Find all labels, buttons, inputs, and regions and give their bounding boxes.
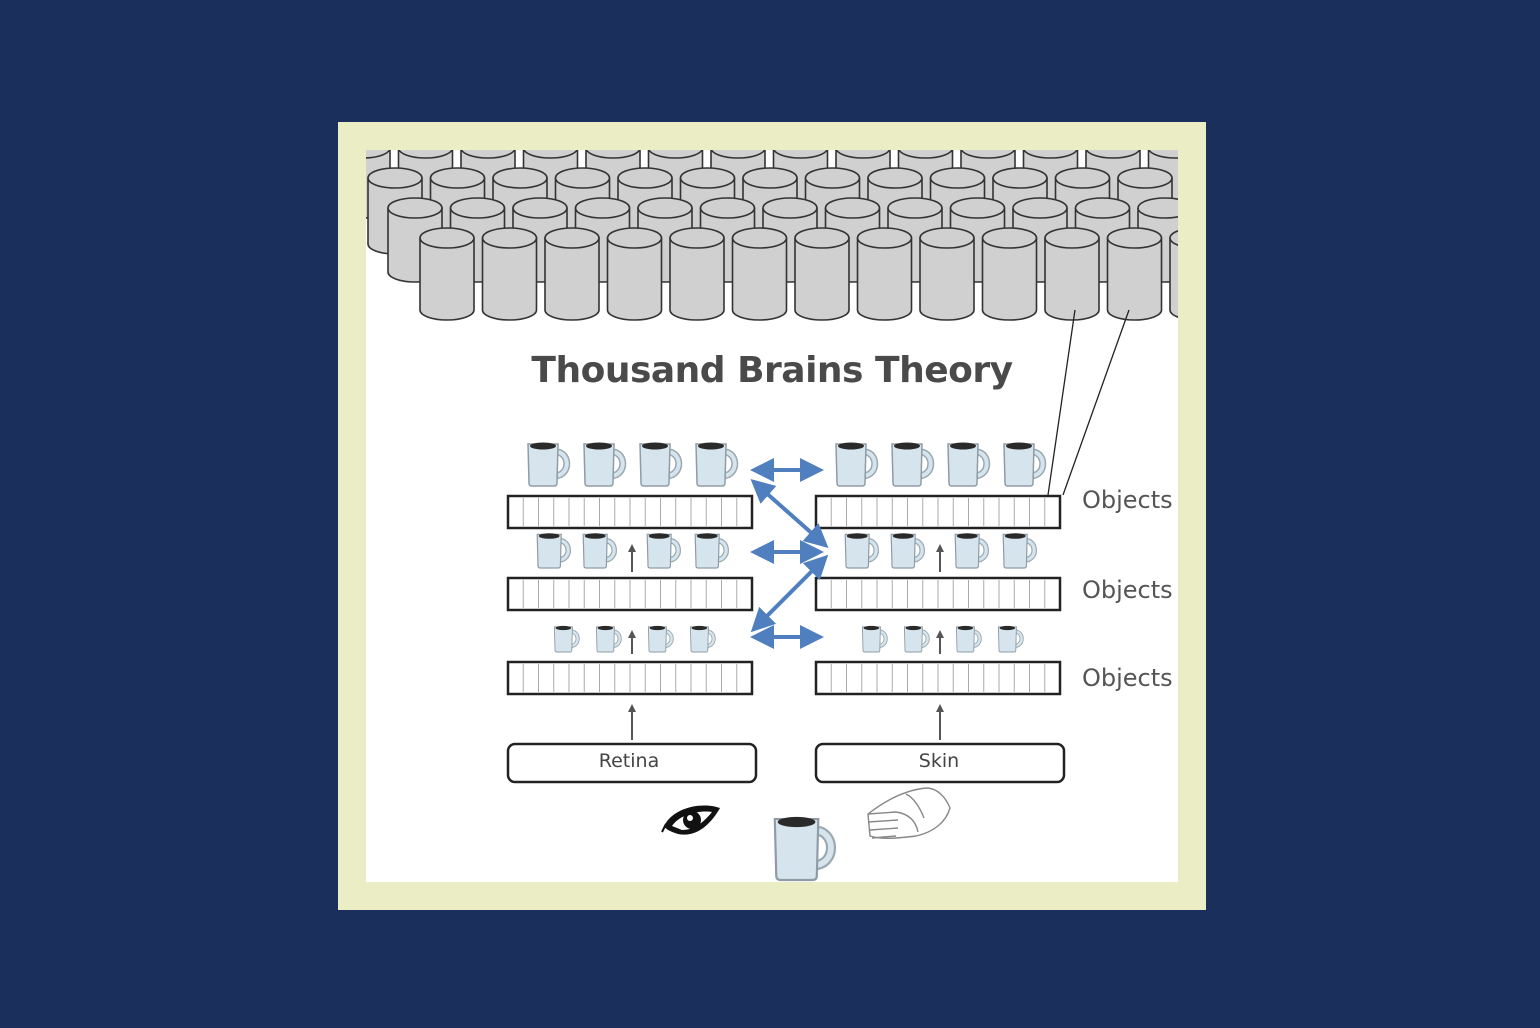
sensor-box-right xyxy=(814,742,1066,784)
mug-icon-right-3-4 xyxy=(997,625,1024,653)
layer-bar-left-1 xyxy=(506,494,754,530)
mug-icon-left-1-1 xyxy=(527,442,571,487)
layer-label-top: Objects xyxy=(1082,486,1173,514)
zoom-line-right xyxy=(1062,309,1130,496)
layer-label-middle: Objects xyxy=(1082,576,1173,604)
sensor-box-left xyxy=(506,742,758,784)
mug-icon-right-3-2 xyxy=(903,625,930,653)
cortical-column xyxy=(1106,227,1163,321)
cortical-column xyxy=(1044,227,1100,321)
cortical-column xyxy=(794,227,850,321)
diagram-graphics xyxy=(366,150,1178,882)
cortical-column xyxy=(669,227,725,321)
cortical-column xyxy=(981,227,1038,321)
mug-icon-right-1-4 xyxy=(1003,442,1047,487)
mug-icon-left-2-3 xyxy=(646,533,681,569)
eye-icon xyxy=(661,805,720,835)
cortical-column xyxy=(856,227,913,321)
diagonal-arrow-up xyxy=(750,554,829,633)
layer-bar-right-3 xyxy=(814,660,1062,696)
mug-icon-left-3-3 xyxy=(647,625,674,653)
mug-icon-right-1-1 xyxy=(835,442,879,487)
cortical-column xyxy=(419,227,475,321)
layer-label-bottom: Objects xyxy=(1082,664,1173,692)
mug-icon-left-1-4 xyxy=(695,442,739,487)
cortical-column xyxy=(1169,230,1178,318)
mug-icon-right-2-3 xyxy=(954,533,989,569)
mug-icon-right-2-4 xyxy=(1002,533,1037,569)
mug-icon-right-1-2 xyxy=(891,442,935,487)
cortical-column xyxy=(919,227,975,321)
mug-icon-left-1-2 xyxy=(583,442,627,487)
layer-bar-right-1 xyxy=(814,494,1062,530)
cortical-columns xyxy=(366,150,1178,321)
mug-icon-left-1-3 xyxy=(639,442,683,487)
mug-icon-right-1-3 xyxy=(947,442,991,487)
mug-icon-left-2-2 xyxy=(582,533,617,569)
layer-bar-left-3 xyxy=(506,660,754,696)
mug-icon-left-2-4 xyxy=(694,533,729,569)
mug-icon-right-3-1 xyxy=(861,625,888,653)
diagonal-arrow-down xyxy=(750,479,829,548)
mug-icon-right-2-2 xyxy=(890,533,925,569)
mug-icon-left-3-4 xyxy=(689,625,716,653)
diagram-canvas: Thousand Brains Theory Objects Objects O… xyxy=(366,150,1178,882)
layer-bar-right-2 xyxy=(814,576,1062,612)
layer-bar-left-2 xyxy=(506,576,754,612)
mug-icon-right-3-3 xyxy=(955,625,982,653)
cortical-column xyxy=(731,227,788,321)
hand-icon xyxy=(867,787,951,839)
zoom-line-left xyxy=(1047,309,1076,496)
stimulus-mug-icon xyxy=(773,816,837,882)
sensor-label-skin: Skin xyxy=(918,750,960,772)
cortical-column xyxy=(544,227,600,321)
sensor-label-retina: Retina xyxy=(598,750,660,772)
cortical-column xyxy=(606,227,663,321)
mug-icon-left-3-2 xyxy=(595,625,622,653)
mug-icon-right-2-1 xyxy=(844,533,879,569)
mug-icon-left-2-1 xyxy=(536,533,571,569)
diagram-title: Thousand Brains Theory xyxy=(531,350,1013,391)
cortical-column xyxy=(481,227,538,321)
mug-icon-left-3-1 xyxy=(553,625,580,653)
